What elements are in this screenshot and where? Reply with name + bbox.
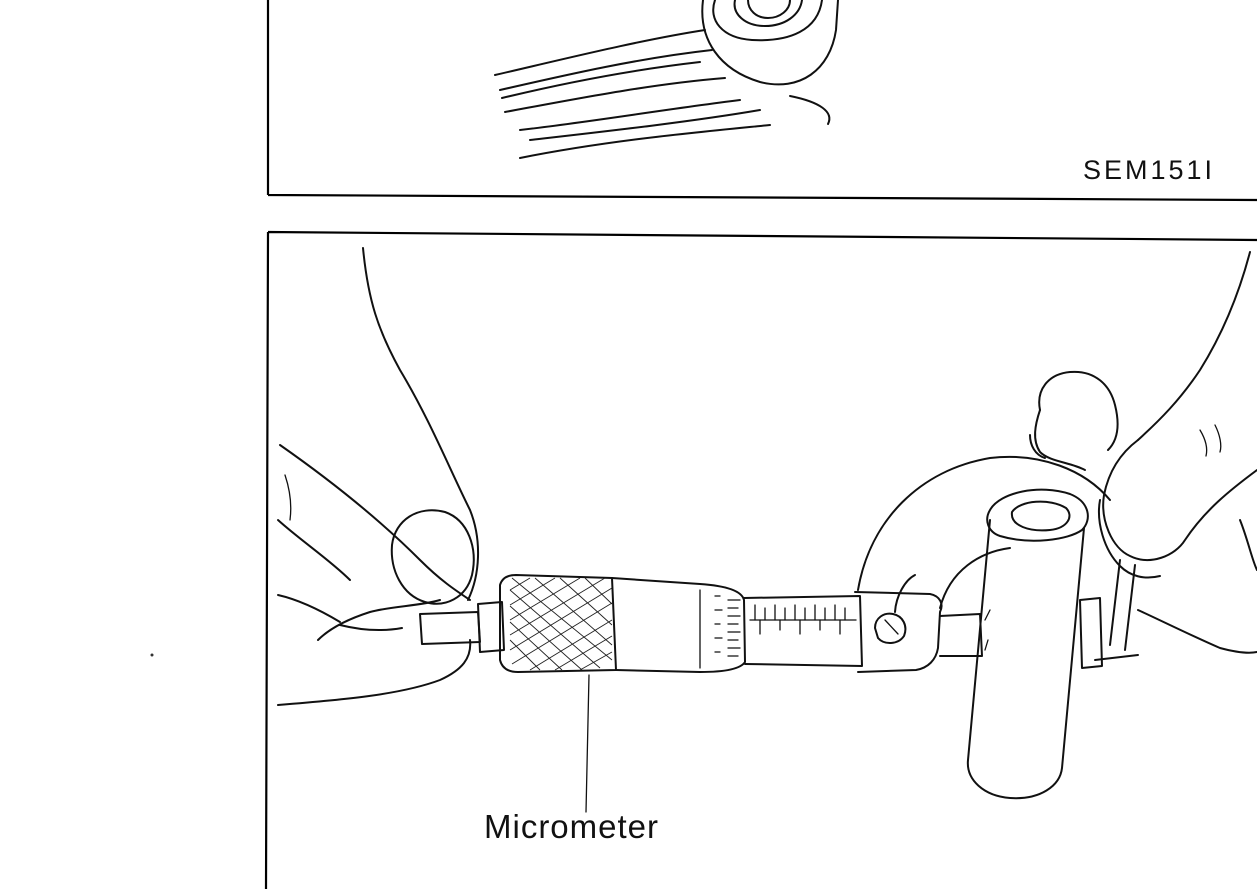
micrometer-callout-label: Micrometer xyxy=(484,808,660,845)
right-hand xyxy=(1029,251,1257,654)
figure-code-label: SEM151I xyxy=(1083,155,1216,185)
piston-pin xyxy=(966,488,1089,800)
top-panel xyxy=(266,0,1257,202)
top-panel-frame xyxy=(266,0,1257,202)
bottom-panel xyxy=(264,230,1257,889)
connecting-rod-illustration xyxy=(494,0,839,159)
stray-dot xyxy=(150,653,154,657)
micrometer-tool xyxy=(419,455,1139,673)
bottom-panel-frame xyxy=(264,230,1257,889)
left-hand xyxy=(277,247,479,706)
callout-leader-line xyxy=(585,674,590,813)
thimble-knurling xyxy=(509,577,613,671)
